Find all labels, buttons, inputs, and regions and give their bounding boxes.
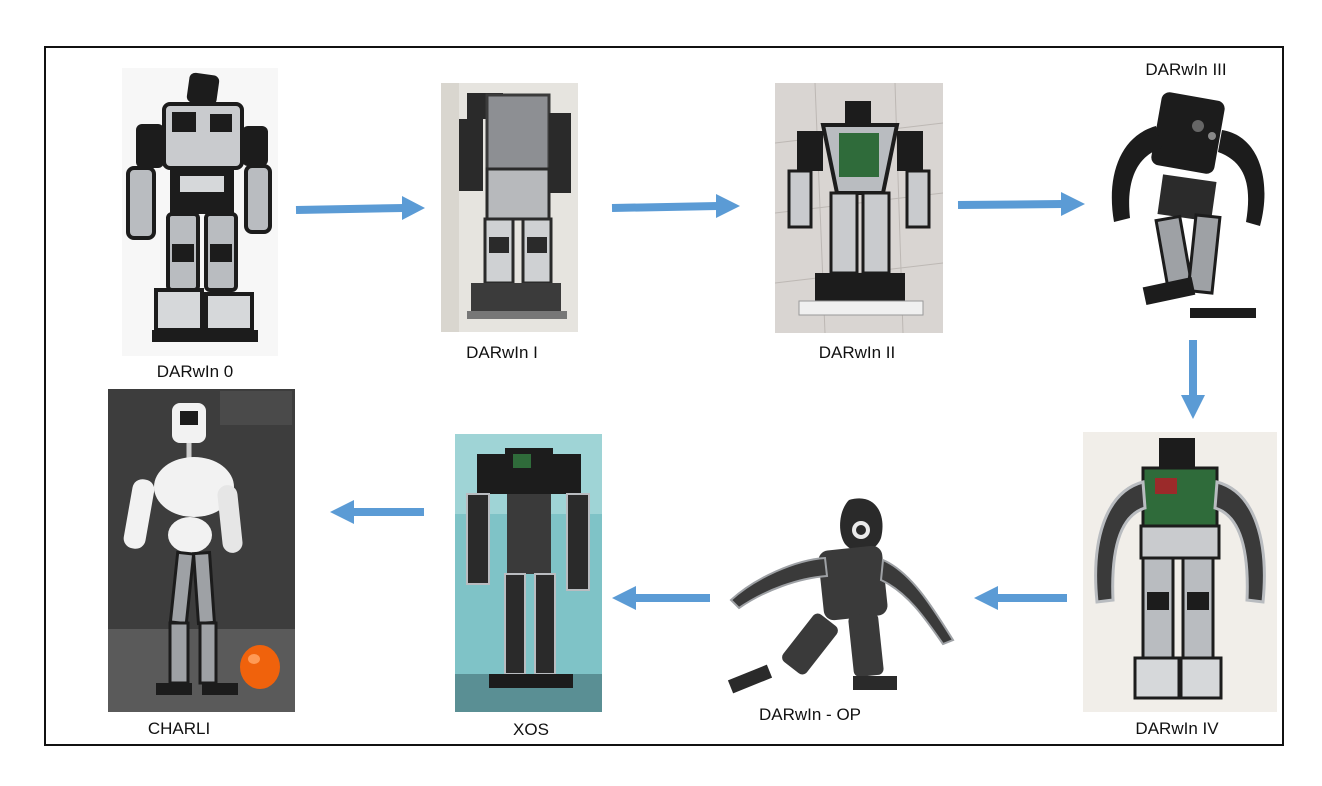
arrow-darwin0-to-darwin1 [295, 196, 425, 220]
robot-photo-xos [455, 434, 602, 712]
arrow-xos-to-charli [330, 500, 424, 524]
robot-photo-darwin-op [725, 490, 957, 696]
robot-photo-darwin-4 [1083, 432, 1277, 712]
robot-photo-darwin-0 [122, 68, 278, 356]
arrow-darwin1-to-darwin2 [611, 194, 740, 218]
arrow-darwin4-to-darwinop [974, 586, 1067, 610]
robot-label-darwin-3: DARwIn III [1145, 60, 1227, 79]
robot-label-darwin-4: DARwIn IV [1135, 719, 1219, 738]
robot-label-xos: XOS [513, 720, 549, 739]
robot-label-darwin-op: DARwIn - OP [758, 705, 862, 724]
diagram-frame [44, 46, 1284, 746]
arrow-darwinop-to-xos [612, 586, 710, 610]
robot-label-darwin-1: DARwIn I [466, 343, 538, 362]
robot-label-charli: CHARLI [147, 719, 211, 738]
robot-photo-darwin-3 [1100, 86, 1276, 330]
arrow-darwin2-to-darwin3 [957, 192, 1085, 216]
robot-label-darwin-2: DARwIn II [818, 343, 896, 362]
robot-photo-charli [108, 389, 295, 712]
robot-label-darwin-0: DARwIn 0 [156, 362, 234, 381]
arrow-darwin3-to-darwin4 [1181, 340, 1205, 419]
robot-photo-darwin-2 [775, 83, 943, 333]
robot-photo-darwin-1 [441, 83, 578, 332]
